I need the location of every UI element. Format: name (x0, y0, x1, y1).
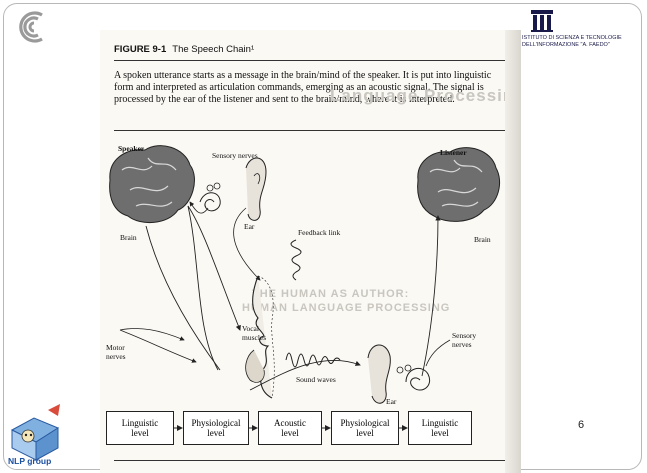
speaker-ear-icon (200, 158, 266, 220)
feedback-wave-icon (291, 240, 301, 280)
cnr-logo-icon (12, 10, 46, 44)
nlp-group-label: NLP group (8, 456, 51, 466)
motor-nerves-line-2: nerves (106, 352, 126, 361)
page-number: 6 (578, 419, 584, 431)
flow-box-5-line-1: Linguistic (422, 418, 459, 428)
flow-box-2-line-2: level (207, 428, 225, 438)
sound-waves-label: Sound waves (296, 375, 336, 384)
flow-box-3-line-2: level (281, 428, 299, 438)
motor-nerves-line-1: Motor (106, 343, 125, 352)
listener-ear-label: Ear (386, 397, 396, 406)
flow-box-1-line-1: Linguistic (122, 418, 159, 428)
speaker-brain-label: Brain (120, 233, 137, 242)
listener-label: Listener (440, 148, 467, 157)
speech-chain-diagram (100, 30, 513, 473)
flow-box-1-line-2: level (131, 428, 149, 438)
isti-name-line-2: DELL'INFORMAZIONE "A. FAEDO" (522, 42, 642, 49)
vocal-muscles-label: Vocal muscles (242, 324, 266, 342)
sensory-nerves-right-line-1: Sensory (452, 331, 476, 340)
listener-brain-icon (418, 148, 500, 222)
bottom-rule (114, 460, 509, 461)
isti-name: ISTITUTO DI SCIENZA E TECNOLOGIE DELL'IN… (522, 35, 642, 48)
vocal-muscles-line-2: muscles (242, 333, 266, 342)
sensory-nerves-right-label: Sensory nerves (452, 331, 476, 349)
flow-box-4-line-2: level (356, 428, 374, 438)
isti-logo-icon (530, 8, 554, 34)
speaker-brain-icon (110, 146, 195, 223)
listener-brain-label: Brain (474, 235, 491, 244)
flow-box-4-line-1: Physiological (341, 418, 390, 428)
flow-box-3-line-1: Acoustic (274, 418, 306, 428)
speaker-ear-label: Ear (244, 222, 254, 231)
flow-box-5-line-2: level (431, 428, 449, 438)
sensory-nerves-right-line-2: nerves (452, 340, 472, 349)
feedback-link-label: Feedback link (298, 228, 340, 237)
motor-nerves-label: Motor nerves (106, 343, 126, 361)
sensory-nerves-top-label: Sensory nerves (212, 151, 258, 160)
scan-page-edge (505, 30, 521, 473)
listener-ear-icon (368, 345, 430, 403)
flow-box-2-line-1: Physiological (192, 418, 241, 428)
vocal-muscles-line-1: Vocal (242, 324, 259, 333)
speaker-label: Speaker (118, 144, 144, 153)
